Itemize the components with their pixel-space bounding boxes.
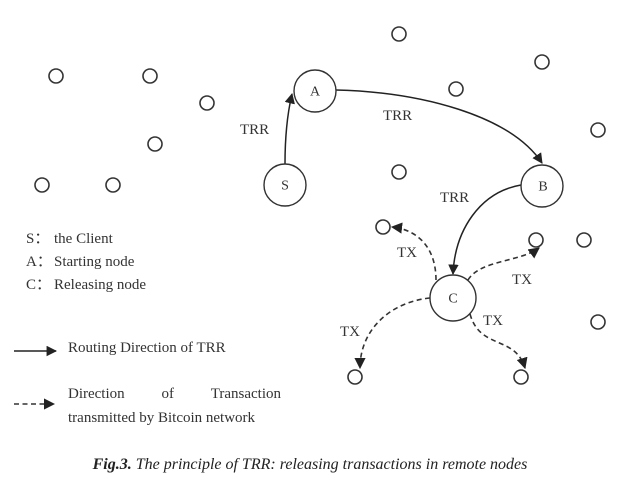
peer-node bbox=[142, 68, 158, 84]
legend-item-c: C：Releasing node bbox=[26, 277, 147, 293]
peer-node bbox=[391, 26, 407, 42]
peer-node bbox=[534, 54, 550, 70]
peer-node bbox=[147, 136, 163, 152]
trr-edge-s-a bbox=[284, 92, 295, 165]
tx-label-lower-right: TX bbox=[483, 313, 503, 329]
peer-node bbox=[48, 68, 64, 84]
tx-edge-upper-left bbox=[390, 222, 437, 281]
peer-node bbox=[448, 81, 464, 97]
peer-node bbox=[391, 164, 407, 180]
legend-dashed-text-line1: Direction of Transaction bbox=[68, 386, 281, 402]
tx-label-lower-left: TX bbox=[340, 324, 360, 340]
peer-node bbox=[105, 177, 121, 193]
node-legend: S：the Client A：Starting node C：Releasing… bbox=[26, 228, 146, 297]
tx-edge-upper-right bbox=[467, 247, 540, 281]
node-c: C bbox=[429, 274, 477, 322]
trr-label-b-c: TRR bbox=[440, 190, 469, 206]
node-c-label: C bbox=[448, 292, 457, 307]
tx-edge-lower-left bbox=[354, 297, 431, 370]
trr-edge-a-b bbox=[335, 89, 543, 164]
peer-node bbox=[528, 232, 544, 248]
trr-edge-b-c bbox=[448, 184, 522, 276]
peer-node bbox=[347, 369, 363, 385]
peer-node bbox=[199, 95, 215, 111]
node-b: B bbox=[520, 164, 564, 208]
figure-caption: Fig.3. The principle of TRR: releasing t… bbox=[92, 456, 528, 473]
node-a-label: A bbox=[310, 85, 321, 100]
legend-dashed-text-line2: transmitted by Bitcoin network bbox=[68, 410, 256, 426]
peer-node bbox=[513, 369, 529, 385]
legend-item-a: A：Starting node bbox=[26, 254, 135, 270]
node-a: A bbox=[293, 69, 337, 113]
legend-solid-text: Routing Direction of TRR bbox=[68, 340, 226, 356]
peer-node bbox=[590, 314, 606, 330]
tx-label-upper-right: TX bbox=[512, 272, 532, 288]
node-s: S bbox=[263, 163, 307, 207]
peer-node bbox=[34, 177, 50, 193]
node-s-label: S bbox=[281, 179, 289, 194]
tx-label-upper-left: TX bbox=[397, 245, 417, 261]
node-b-label: B bbox=[538, 180, 547, 195]
legend-item-s: S：the Client bbox=[26, 231, 113, 247]
peer-node bbox=[576, 232, 592, 248]
tx-edge-lower-right bbox=[469, 313, 528, 370]
trr-label-s-a: TRR bbox=[240, 122, 269, 138]
peer-nodes bbox=[34, 26, 606, 385]
peer-node bbox=[375, 219, 391, 235]
peer-node bbox=[590, 122, 606, 138]
trr-label-a-b: TRR bbox=[383, 108, 412, 124]
